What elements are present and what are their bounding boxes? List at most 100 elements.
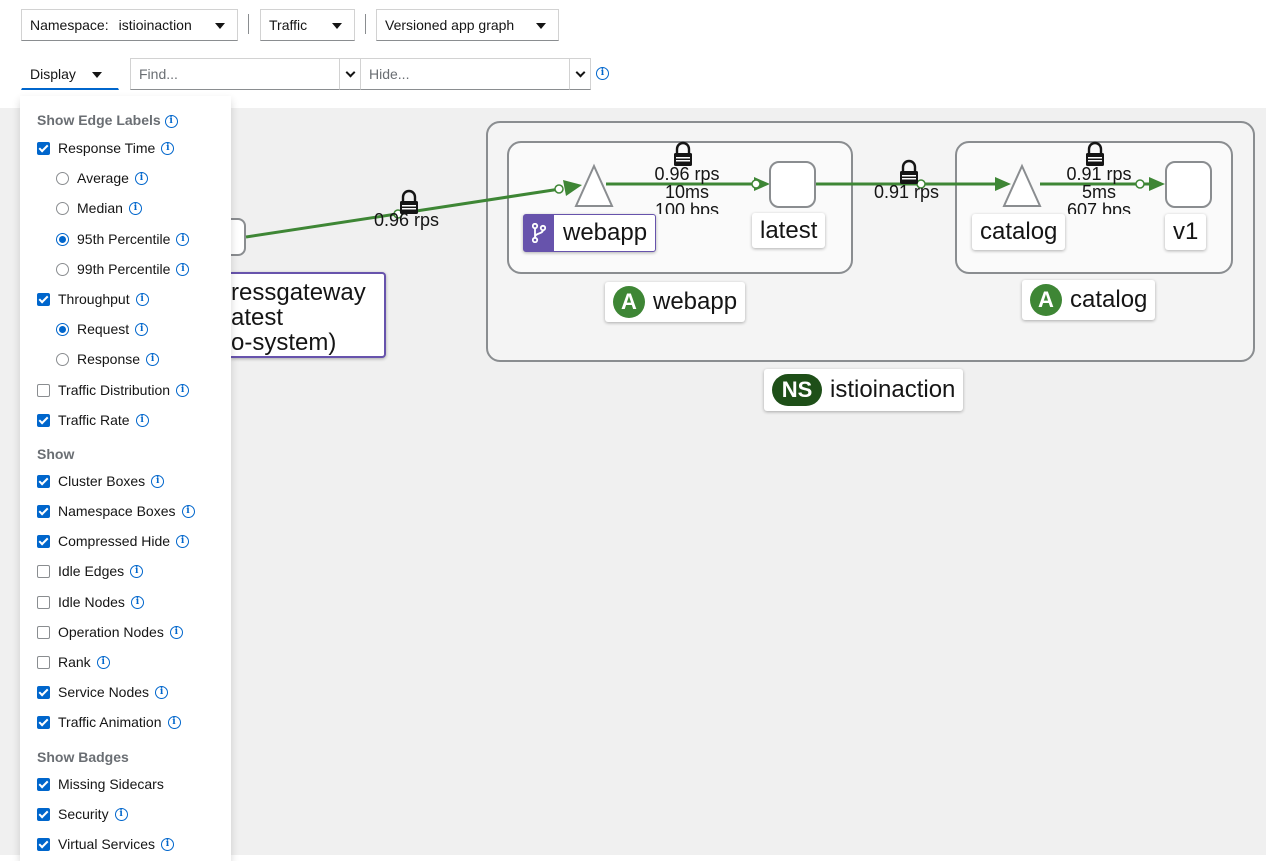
checkbox[interactable] bbox=[37, 837, 50, 851]
request-radio[interactable]: Request i bbox=[56, 320, 149, 338]
hide-input[interactable]: Hide... bbox=[360, 58, 570, 90]
security-checkbox[interactable]: Security i bbox=[37, 805, 128, 823]
display-toggle[interactable]: Display bbox=[21, 58, 119, 90]
info-icon[interactable]: i bbox=[155, 685, 169, 699]
graph-type-select[interactable]: Versioned app graph bbox=[376, 9, 559, 41]
info-icon[interactable]: i bbox=[176, 534, 190, 548]
info-icon[interactable]: i bbox=[135, 413, 149, 427]
checkbox[interactable] bbox=[37, 595, 50, 609]
namespace-value: istioinaction bbox=[118, 17, 192, 33]
edge-label-line: 100 bps bbox=[654, 201, 720, 214]
option-label: Service Nodes bbox=[58, 684, 150, 700]
info-icon[interactable]: i bbox=[169, 625, 183, 639]
radio[interactable] bbox=[56, 171, 69, 185]
edge-label-webapp: 0.96 rps 10ms 100 bps bbox=[640, 165, 734, 214]
checkbox[interactable] bbox=[37, 383, 50, 397]
webapp-app-label[interactable]: A webapp bbox=[605, 282, 746, 322]
namespace-select[interactable]: Namespace: istioinaction bbox=[21, 9, 238, 41]
badges-heading: Show Badges bbox=[37, 749, 129, 765]
info-icon[interactable]: i bbox=[146, 352, 160, 366]
option-label: Security bbox=[58, 806, 109, 822]
checkbox[interactable] bbox=[37, 685, 50, 699]
info-icon[interactable]: i bbox=[151, 474, 165, 488]
checkbox[interactable] bbox=[37, 413, 50, 427]
info-icon[interactable]: i bbox=[161, 141, 175, 155]
find-history-button[interactable] bbox=[339, 58, 361, 90]
option-label: Request bbox=[77, 321, 130, 337]
checkbox[interactable] bbox=[37, 292, 50, 306]
checkbox[interactable] bbox=[37, 655, 50, 669]
checkbox[interactable] bbox=[37, 625, 50, 639]
radio[interactable] bbox=[56, 201, 69, 215]
info-icon[interactable]: i bbox=[128, 201, 142, 215]
info-icon[interactable]: i bbox=[176, 383, 190, 397]
info-icon[interactable]: i bbox=[135, 322, 149, 336]
info-icon[interactable]: i bbox=[130, 564, 144, 578]
info-icon[interactable]: i bbox=[161, 837, 175, 851]
info-icon[interactable]: i bbox=[96, 655, 110, 669]
radio[interactable] bbox=[56, 232, 69, 246]
checkbox[interactable] bbox=[37, 141, 50, 155]
info-icon[interactable]: i bbox=[135, 292, 149, 306]
checkbox[interactable] bbox=[37, 715, 50, 729]
info-icon[interactable]: i bbox=[134, 171, 148, 185]
traffic-dot bbox=[916, 179, 926, 189]
catalog-app-label[interactable]: A catalog bbox=[1022, 280, 1156, 320]
info-icon[interactable]: i bbox=[596, 67, 609, 80]
info-icon[interactable]: i bbox=[181, 504, 195, 518]
checkbox[interactable] bbox=[37, 504, 50, 518]
option-label: Response bbox=[77, 351, 141, 367]
option-label: Median bbox=[77, 200, 123, 216]
traffic-select[interactable]: Traffic bbox=[260, 9, 355, 41]
webapp-latest-label[interactable]: latest bbox=[752, 213, 826, 248]
checkbox[interactable] bbox=[37, 777, 50, 791]
hide-history-button[interactable] bbox=[569, 58, 591, 90]
namespace-box-label[interactable]: NS istioinaction bbox=[764, 369, 964, 411]
option-label: Missing Sidecars bbox=[58, 776, 164, 792]
info-icon[interactable]: i bbox=[176, 262, 190, 276]
radio[interactable] bbox=[56, 262, 69, 276]
info-icon[interactable]: i bbox=[176, 232, 190, 246]
find-input[interactable]: Find... bbox=[130, 58, 340, 90]
catalog-app-name: catalog bbox=[1070, 286, 1148, 313]
radio[interactable] bbox=[56, 352, 69, 366]
missing-sidecars-checkbox[interactable]: Missing Sidecars bbox=[37, 775, 164, 793]
webapp-service-label[interactable]: webapp bbox=[523, 214, 657, 252]
arrow-head bbox=[563, 180, 582, 196]
info-icon[interactable]: i bbox=[114, 807, 128, 821]
gateway-node-label: ressgateway atest o-system) bbox=[231, 272, 386, 358]
catalog-v1-node bbox=[1165, 161, 1212, 208]
checkbox[interactable] bbox=[37, 807, 50, 821]
checkbox[interactable] bbox=[37, 534, 50, 548]
catalog-v1-label[interactable]: v1 bbox=[1165, 214, 1207, 250]
checkbox[interactable] bbox=[37, 564, 50, 578]
webapp-service-node bbox=[574, 163, 614, 207]
info-icon[interactable]: i bbox=[167, 715, 181, 729]
info-icon[interactable]: i bbox=[164, 114, 178, 128]
edge-label-catalog: 0.91 rps 5ms 607 bps bbox=[1052, 165, 1146, 214]
catalog-service-label[interactable]: catalog bbox=[972, 214, 1066, 250]
response-radio[interactable]: Response i bbox=[56, 350, 160, 368]
info-icon[interactable]: i bbox=[130, 595, 144, 609]
checkbox[interactable] bbox=[37, 474, 50, 488]
service-nodes-checkbox[interactable]: Service Nodes i bbox=[37, 683, 169, 701]
radio[interactable] bbox=[56, 322, 69, 336]
lock-icon bbox=[674, 141, 692, 166]
